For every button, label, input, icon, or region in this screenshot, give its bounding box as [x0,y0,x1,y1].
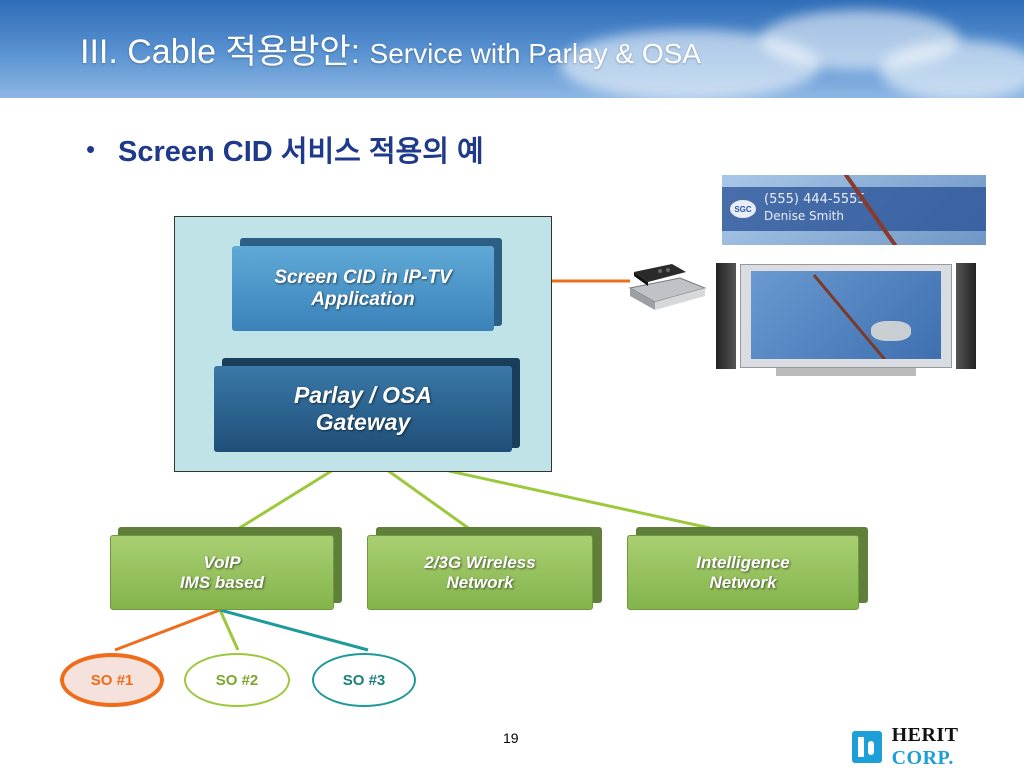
network-box-voip-line1: VoIP [203,552,241,572]
tv-stand [776,368,916,376]
logo-text-a: HERIT [891,724,959,746]
page-number: 19 [503,730,519,746]
bullet-text: Screen CID 서비스 적용의 예 [118,136,484,168]
gateway-box[interactable]: Parlay / OSA Gateway [214,366,512,452]
caller-number: (555) 444-5555 [764,192,866,207]
voip-to-so1-line [114,608,221,652]
network-box-voip-line2: IMS based [179,572,265,592]
set-top-box-icon [628,264,707,310]
network-box-intelligence[interactable]: Intelligence Network [627,535,859,610]
header-banner: III. Cable 적용방안: Service with Parlay & O… [0,0,1024,98]
network-box-intelligence-line2: Network [709,572,777,592]
company-logo: HERIT CORP. [852,724,1024,770]
slide-title-sub: Service with Parlay & OSA [369,38,701,69]
logo-text: HERIT CORP. [892,724,1024,770]
tv-right-speaker [956,263,976,369]
network-box-intelligence-line1: Intelligence [696,552,790,572]
slide-title-main: III. Cable 적용방안: [80,33,370,71]
herit-logo-icon [852,731,882,763]
so2-node[interactable]: SO #2 [184,653,290,707]
gateway-box-line2: Gateway [315,409,411,435]
so1-node[interactable]: SO #1 [60,653,164,707]
tv-left-speaker [716,263,736,369]
logo-text-b: CORP. [891,747,954,769]
app-box-line2: Application [311,288,415,310]
voip-to-so3-line [219,608,369,652]
caller-id-zoom: SGC (555) 444-5555 Denise Smith [722,175,986,245]
app-box[interactable]: Screen CID in IP-TV Application [232,246,494,331]
network-box-wireless-line1: 2/3G Wireless [424,552,536,572]
slide-title: III. Cable 적용방안: Service with Parlay & O… [80,24,701,73]
tv-screen [751,271,941,359]
gateway-box-line1: Parlay / OSA [293,382,433,408]
tv-frame [740,264,952,368]
so3-node[interactable]: SO #3 [312,653,416,707]
app-box-line1: Screen CID in IP-TV [274,266,452,288]
bullet-marker: • [86,134,96,164]
voip-to-so2-line [218,609,240,651]
caller-badge: SGC [730,200,756,218]
network-box-wireless-line2: Network [446,572,514,592]
caller-name: Denise Smith [764,209,844,223]
network-box-wireless[interactable]: 2/3G Wireless Network [367,535,593,610]
network-box-voip[interactable]: VoIP IMS based [110,535,334,610]
